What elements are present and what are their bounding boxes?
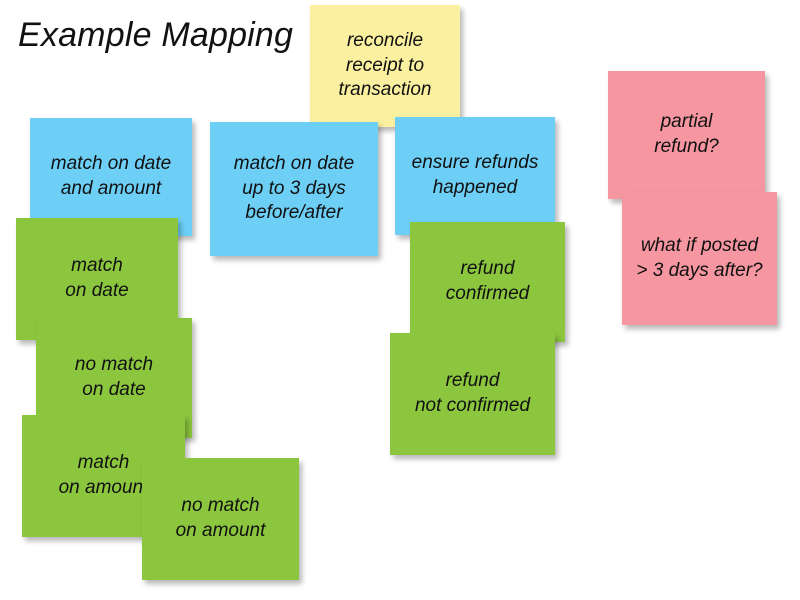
- sticky-note-text: match on amount: [58, 452, 149, 498]
- sticky-note-rule-ensure-refunds[interactable]: ensure refunds happened: [395, 117, 555, 235]
- sticky-note-rule-match-date-amount[interactable]: match on date and amount: [30, 118, 192, 236]
- sticky-note-text: match on date and amount: [50, 153, 172, 199]
- page-title: Example Mapping: [18, 16, 294, 54]
- sticky-note-text: refund confirmed: [445, 258, 530, 304]
- sticky-note-text: no match on date: [74, 354, 154, 400]
- sticky-note-story-reconcile[interactable]: reconcile receipt to transaction: [310, 5, 460, 127]
- sticky-note-text: no match on amount: [175, 495, 266, 541]
- sticky-note-example-refund-not-confirmed[interactable]: refund not confirmed: [390, 333, 555, 455]
- sticky-note-question-partial-refund[interactable]: partial refund?: [608, 71, 765, 199]
- sticky-note-example-no-match-on-amount[interactable]: no match on amount: [142, 458, 299, 580]
- sticky-note-text: refund not confirmed: [414, 370, 531, 416]
- sticky-note-text: ensure refunds happened: [411, 152, 539, 198]
- sticky-note-text: what if posted > 3 days after?: [636, 234, 763, 281]
- sticky-note-question-posted-3-days-after[interactable]: what if posted > 3 days after?: [622, 192, 777, 325]
- sticky-note-text: match on date up to 3 days before/after: [233, 152, 355, 224]
- sticky-note-example-refund-confirmed[interactable]: refund confirmed: [410, 222, 565, 342]
- sticky-note-text: match on date: [65, 255, 129, 301]
- sticky-note-rule-match-date-3-days[interactable]: match on date up to 3 days before/after: [210, 122, 378, 256]
- sticky-note-text: reconcile receipt to transaction: [338, 29, 432, 101]
- sticky-note-text: partial refund?: [654, 111, 719, 157]
